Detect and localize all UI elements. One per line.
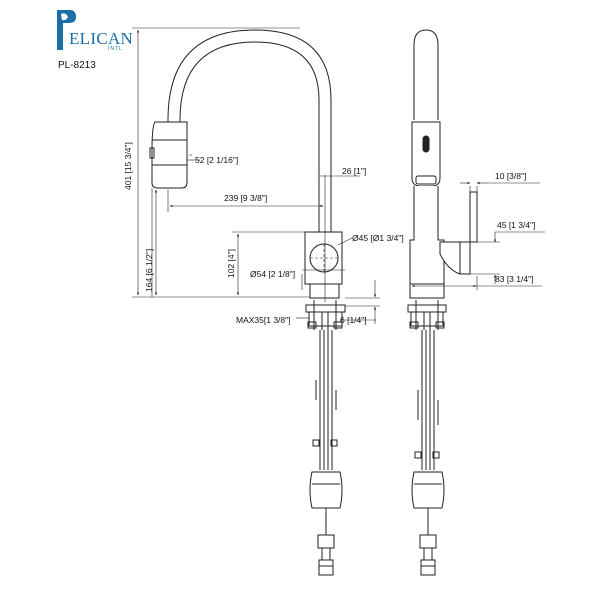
logo-subtitle: INTL bbox=[108, 46, 123, 52]
dim-handle-offset: 10 [3/8"] bbox=[495, 171, 526, 181]
dim-handle-height: 45 [1 3/4"] bbox=[497, 220, 535, 230]
dim-spout-tube: 26 [1"] bbox=[342, 166, 366, 176]
profile-hose-weight bbox=[411, 471, 445, 509]
handle-lever bbox=[469, 191, 478, 243]
profile-view bbox=[407, 29, 478, 576]
dim-spray-head: 52 [2 1/16"] bbox=[195, 155, 238, 165]
side-dimensions bbox=[132, 27, 380, 324]
dim-total-height: 401 [15 3/4"] bbox=[123, 142, 133, 190]
dim-reach: 239 [9 3/8"] bbox=[224, 193, 267, 203]
spray-button bbox=[422, 135, 430, 153]
profile-spout bbox=[413, 29, 439, 120]
pelican-logo: ELICAN INTL bbox=[57, 10, 133, 52]
mounting-nut bbox=[305, 300, 346, 330]
side-view bbox=[149, 29, 346, 576]
hose-weight bbox=[309, 471, 343, 509]
model-number: PL-8213 bbox=[58, 60, 96, 71]
faucet-base bbox=[309, 283, 340, 299]
profile-dimensions bbox=[409, 181, 545, 290]
profile-body bbox=[409, 186, 445, 285]
dim-handle-depth: 83 [3 1/4"] bbox=[495, 274, 533, 284]
spout-outer bbox=[167, 29, 332, 250]
dim-base-diameter: Ø54 [2 1/8"] bbox=[250, 269, 295, 279]
logo-bird-mark bbox=[57, 10, 76, 50]
spout-inner bbox=[179, 41, 320, 250]
dim-body-diameter: Ø45 [Ø1 3/4"] bbox=[352, 233, 404, 243]
dim-deck-max: MAX35[1 3/8"] bbox=[236, 315, 291, 325]
dim-spout-height: 164 [6 1/2"] bbox=[144, 249, 154, 292]
dim-shank: 6 [1/4"] bbox=[340, 315, 367, 325]
dim-body-height: 102 [4"] bbox=[226, 249, 236, 278]
logo-wordmark: ELICAN bbox=[69, 29, 133, 48]
spray-head bbox=[151, 121, 188, 189]
